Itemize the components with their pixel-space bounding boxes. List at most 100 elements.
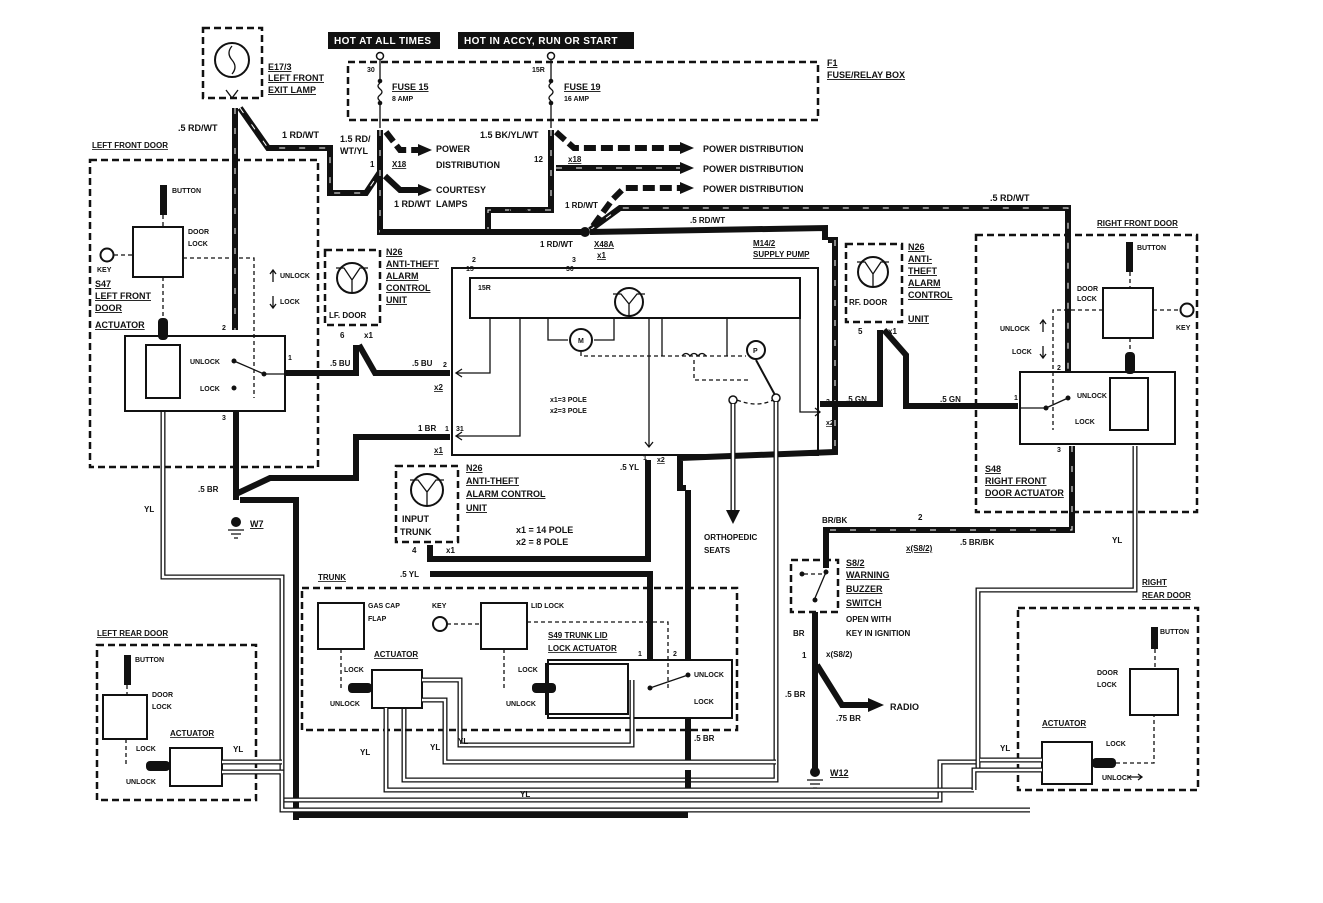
rf-key-label: KEY: [1176, 325, 1191, 332]
connector-pin: 30: [566, 266, 574, 273]
power-dist-b: POWER DISTRIBUTION: [703, 164, 804, 174]
n26-rf-door: RF. DOOR N26 ANTI- THEFT ALARM CONTROL U…: [844, 242, 953, 336]
connector-pin: 15: [466, 266, 474, 273]
lf-actuator-2: DOOR: [95, 303, 123, 313]
arrow-icon: [680, 142, 694, 154]
arrow-icon: [680, 182, 694, 194]
lf-sw-lock: LOCK: [200, 386, 220, 393]
header-hot-at-all-times: HOT AT ALL TIMES: [328, 32, 440, 49]
lid-lock-box: [480, 602, 528, 650]
rr-door-title2: REAR DOOR: [1142, 591, 1191, 600]
exit-lamp-line1: LEFT FRONT: [268, 73, 324, 83]
n26-lf-door: LF. DOOR N26 ANTI-THEFT ALARM CONTROL UN…: [323, 247, 439, 340]
right-rear-door: RIGHT REAR DOOR BUTTON DOOR LOCK ACTUATO…: [971, 578, 1200, 792]
connector-x48a: X48A: [594, 240, 614, 249]
connector-pin: 1: [370, 160, 375, 169]
ground-icon: [231, 517, 241, 527]
actuator-motor: [545, 663, 629, 715]
splice-icon: [580, 227, 590, 237]
fuse-19-rating: 16 AMP: [564, 96, 589, 103]
rr-button-label: BUTTON: [1160, 629, 1189, 636]
n26-rf-l1: ANTI-: [908, 254, 932, 264]
ground-w12: W12: [807, 767, 849, 789]
n26-trunk-pole1: x1 = 14 POLE: [516, 525, 573, 535]
header-hot-in-accy: HOT IN ACCY, RUN OR START: [458, 32, 634, 49]
trunk-title: TRUNK: [318, 573, 346, 582]
key-icon: [432, 616, 448, 632]
connector-pin: 4: [412, 546, 417, 555]
power-labels: POWER DISTRIBUTION COURTESY LAMPS POWER …: [178, 123, 1030, 260]
arrow-icon: [680, 162, 694, 174]
exit-lamp-line2: EXIT LAMP: [268, 85, 316, 95]
n26-lf-l4: UNIT: [386, 295, 407, 305]
wire-label: 1 RD/WT: [394, 199, 432, 209]
n26-rf-id: N26: [908, 242, 925, 252]
transistor-icon: [336, 262, 368, 294]
button-icon: [1151, 627, 1158, 649]
orthopedic-seats: ORTHOPEDIC SEATS: [401, 402, 779, 783]
rr-actuator-label: ACTUATOR: [1042, 719, 1086, 728]
courtesy-lamps-1: COURTESY: [436, 185, 486, 195]
supply-pump: M14/2 SUPPLY PUMP 15R 15 30 2 3 M P x1=3…: [443, 239, 834, 464]
supply-pump-name: SUPPLY PUMP: [753, 250, 810, 259]
orthopedic-1: ORTHOPEDIC: [704, 533, 758, 542]
wire-label: YL: [1112, 536, 1122, 545]
lf-actuator-box: [124, 335, 286, 412]
trunk: TRUNK GAS CAP FLAP KEY LID LOCK S49 TRUN…: [300, 490, 974, 799]
buzzer-l3: SWITCH: [846, 598, 882, 608]
connector-x2: x2: [434, 383, 443, 392]
wire-label: .5 BR: [694, 734, 715, 743]
lr-lock: LOCK: [136, 746, 156, 753]
connector-x1: x1: [446, 546, 455, 555]
wire-label: BR: [793, 629, 805, 638]
wire-label: 1 RD/WT: [540, 240, 573, 249]
connector-x1: x1: [597, 251, 606, 260]
wire-label: .5 BR/BK: [960, 538, 994, 547]
arrow-icon: [418, 144, 432, 156]
connector-pin: 1: [288, 355, 292, 362]
n26-trunk-input2: TRUNK: [400, 527, 432, 537]
arrow-icon: [726, 510, 740, 524]
pressure-label: P: [753, 348, 758, 355]
gas-cap-1: GAS CAP: [368, 603, 400, 610]
fuse-19-terminal: 15R: [532, 67, 545, 74]
wire-label: .5 GN: [846, 395, 867, 404]
n26-rf-l4: CONTROL: [908, 290, 953, 300]
power-arrows: [418, 142, 694, 196]
lr-actuator-label: ACTUATOR: [170, 729, 214, 738]
trunk-key-label: KEY: [432, 603, 447, 610]
courtesy-lamps-2: LAMPS: [436, 199, 468, 209]
gas-cap-2: FLAP: [368, 616, 387, 623]
connector-x1: x1: [434, 446, 443, 455]
connector-pin: 1: [1014, 395, 1018, 402]
rf-button-label: BUTTON: [1137, 245, 1166, 252]
trunk-sw-lock: LOCK: [694, 699, 714, 706]
arrow-icon: [418, 184, 432, 196]
warning-buzzer-switch: S8/2 WARNING BUZZER SWITCH OPEN WITH KEY…: [785, 558, 919, 789]
wire-label: .5 BU: [412, 359, 433, 368]
header-hot-in-accy-text: HOT IN ACCY, RUN OR START: [464, 36, 618, 47]
door-lock-box: [1102, 287, 1154, 339]
n26-lf-input: LF. DOOR: [329, 311, 367, 320]
wire-label: YL: [233, 745, 243, 754]
arrow-icon: [868, 698, 884, 712]
rr-door-title1: RIGHT: [1142, 578, 1167, 587]
fuse-15: 30 FUSE 15 8 AMP: [367, 51, 429, 128]
left-rear-door: LEFT REAR DOOR BUTTON DOOR LOCK ACTUATOR…: [95, 629, 1030, 813]
connector-xs82: x(S8/2): [906, 544, 933, 553]
lamp-icon: [214, 42, 250, 78]
wire-label: .5 RD/WT: [690, 216, 725, 225]
lf-door-lock-2: LOCK: [188, 241, 208, 248]
buzzer-note1: OPEN WITH: [846, 615, 892, 624]
actuator-motor: [169, 747, 223, 787]
trunk-lock-b: LOCK: [518, 667, 538, 674]
fuse-15-name: FUSE 15: [392, 82, 429, 92]
n26-trunk-l1: ANTI-THEFT: [466, 476, 519, 486]
connector-x1: x1: [888, 327, 897, 336]
connector-pin: 6: [340, 331, 345, 340]
n26-trunk-input1: INPUT: [402, 514, 430, 524]
power-wires: [232, 106, 1071, 491]
connector-xs82: x(S8/2): [826, 650, 853, 659]
motor-icon: [569, 328, 593, 352]
